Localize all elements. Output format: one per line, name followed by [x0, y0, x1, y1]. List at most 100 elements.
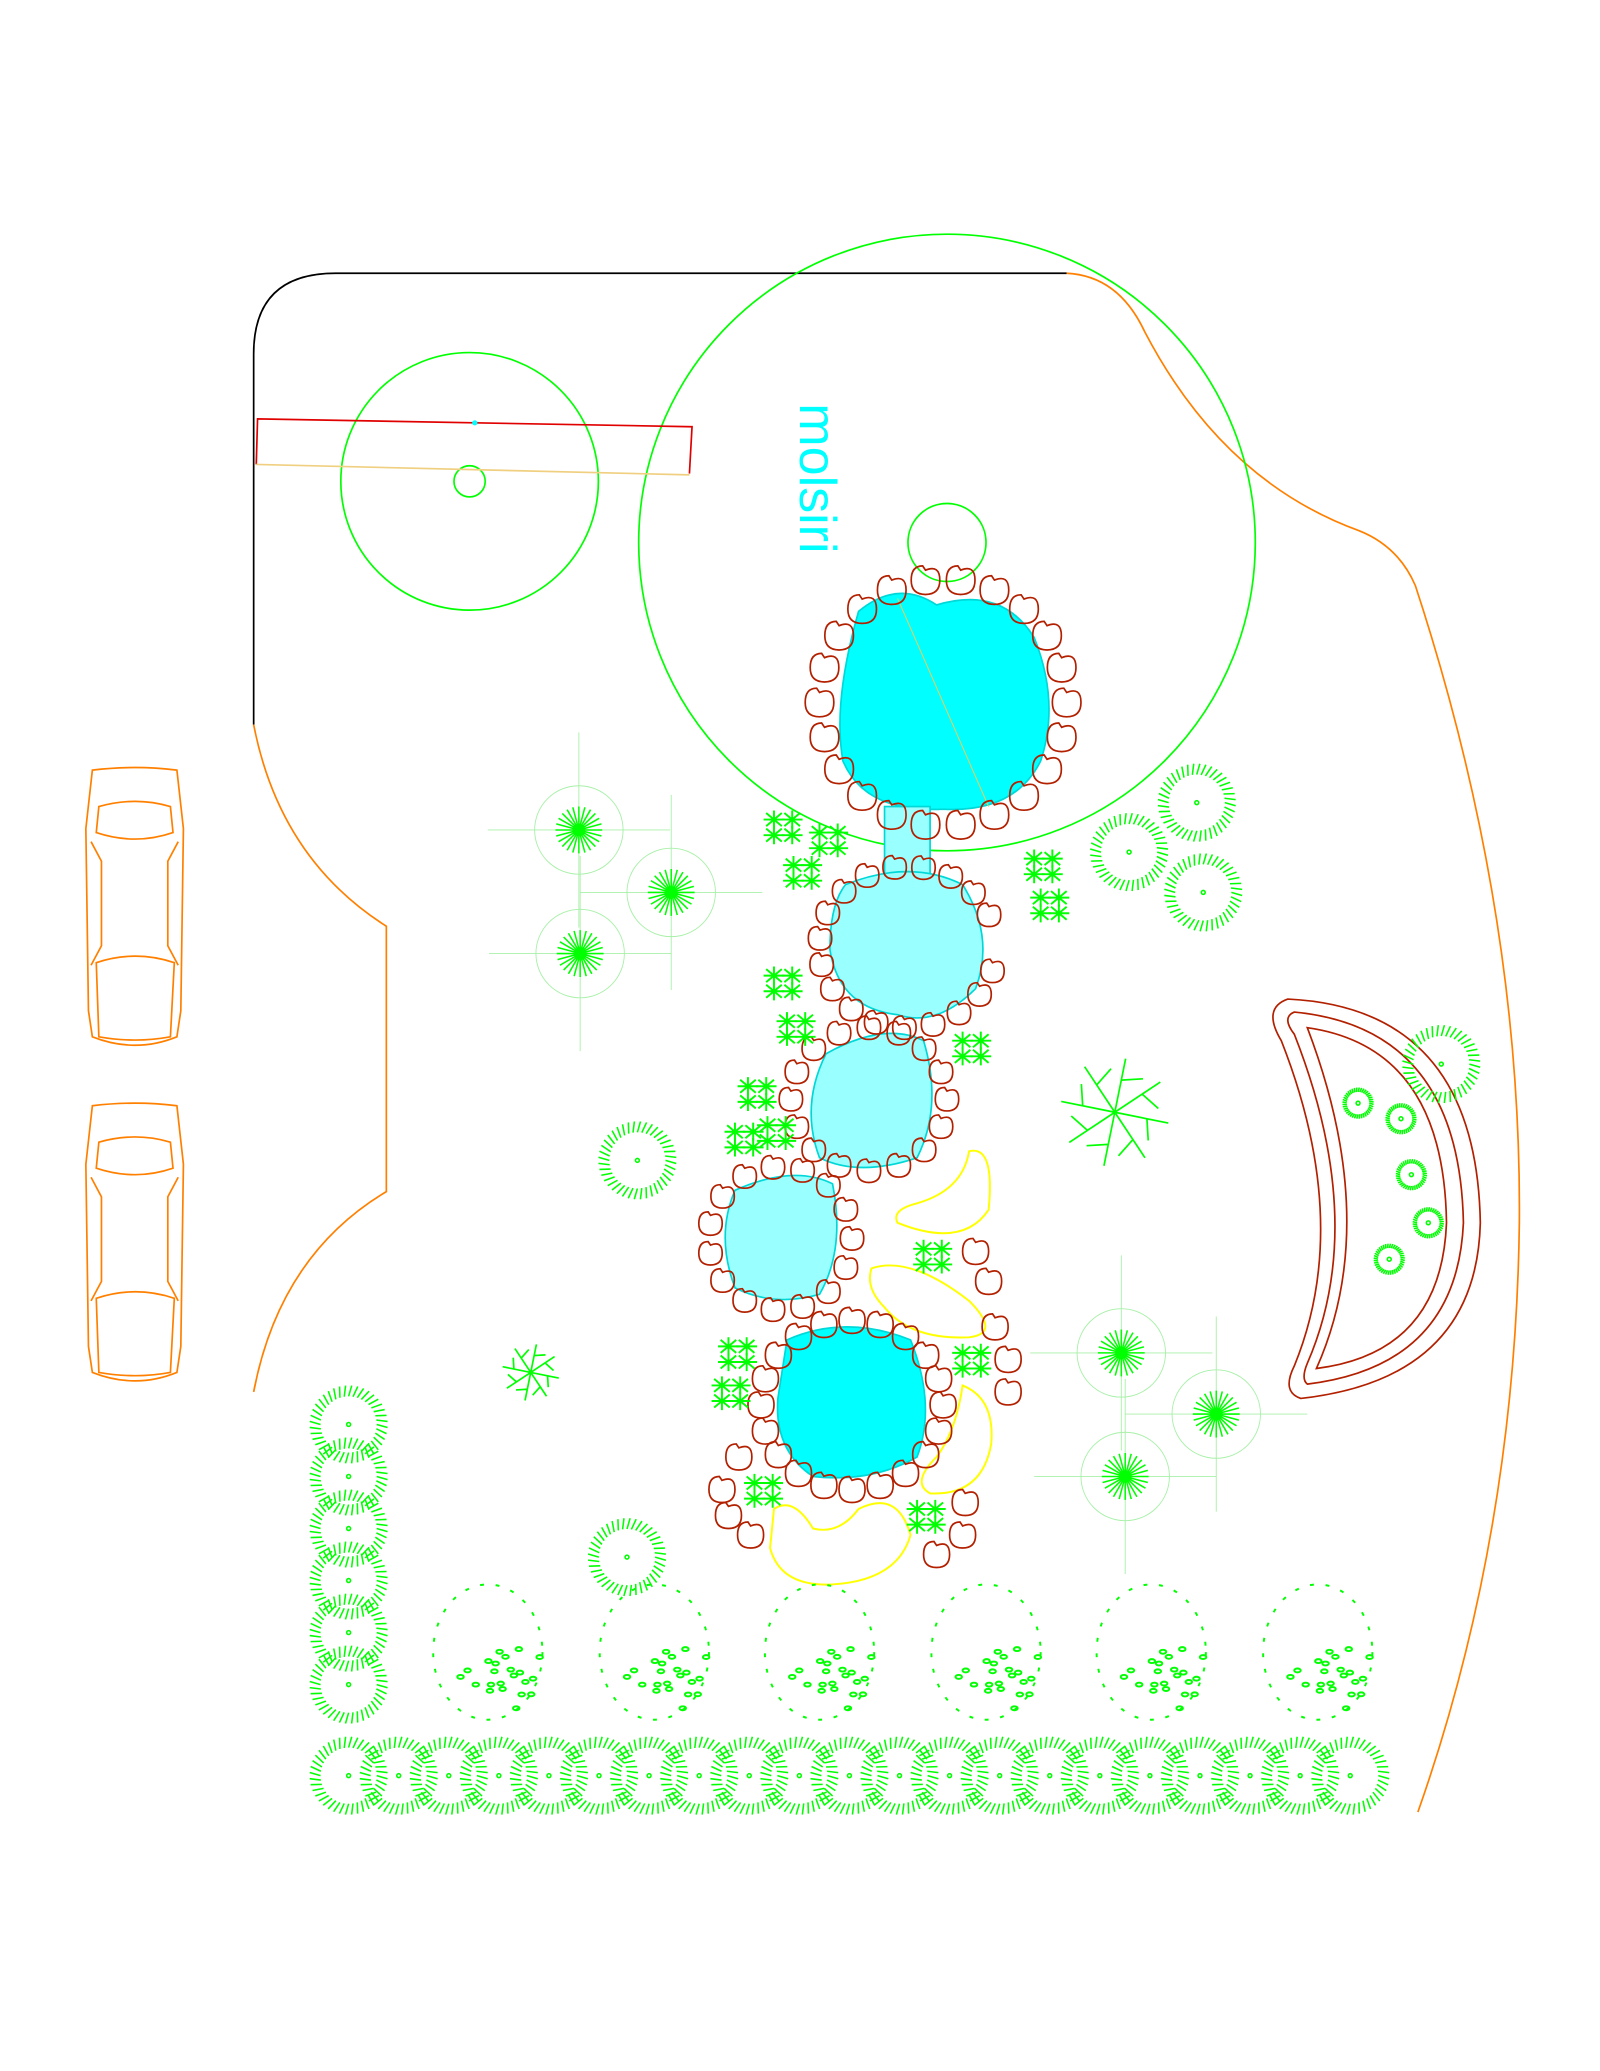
leaf-mark — [456, 1673, 465, 1680]
shrub-center — [345, 1421, 352, 1428]
shrub-symbol — [1089, 812, 1169, 892]
rock — [922, 1540, 951, 1569]
rock — [809, 952, 835, 978]
rock — [1046, 652, 1077, 683]
pond-third — [810, 1032, 933, 1169]
rock — [725, 1443, 753, 1471]
shrub-outline — [1010, 1736, 1089, 1815]
shrub-symbol — [1157, 763, 1236, 842]
shrub-center — [1126, 849, 1132, 855]
shrub-center — [1347, 1772, 1353, 1779]
leaf-mark — [969, 1681, 979, 1688]
shrub-center — [796, 1772, 803, 1779]
groundcover-cluster — [744, 1473, 784, 1508]
leaf-mark — [1347, 1691, 1356, 1698]
shrub-outline — [587, 1518, 667, 1597]
hedge-shrub — [309, 1736, 388, 1815]
leaf-mark — [843, 1705, 853, 1712]
rock — [951, 1488, 980, 1517]
leaf-mark — [490, 1668, 499, 1675]
bed-outline — [432, 1583, 544, 1721]
shrub-bed — [930, 1583, 1043, 1721]
groundcover-plant — [794, 1027, 816, 1046]
leaf-mark — [961, 1667, 970, 1674]
shrub-center — [1355, 1100, 1361, 1106]
shrub-center — [345, 1772, 352, 1779]
shrub-center — [1438, 1061, 1445, 1067]
hedge-shrub — [409, 1736, 488, 1815]
leaf-mark — [681, 1646, 690, 1653]
leaf-mark — [1007, 1672, 1017, 1679]
rock — [886, 1152, 912, 1178]
groundcover-plant — [1048, 888, 1070, 907]
leader-line — [897, 598, 990, 807]
groundcover-plant — [763, 966, 785, 985]
car-body — [85, 766, 185, 1047]
leaf-mark — [858, 1691, 868, 1698]
hedge-shrub — [1110, 1736, 1190, 1815]
rock — [994, 1378, 1022, 1406]
shrub-center — [1194, 799, 1200, 806]
road-edge-left — [252, 724, 388, 1393]
shrub-outline — [1261, 1736, 1340, 1815]
leaf-mark — [1192, 1675, 1201, 1682]
palm-fronds — [1192, 1390, 1240, 1438]
rock — [697, 1240, 724, 1266]
leaf-mark — [1341, 1705, 1351, 1712]
groundcover-cluster — [1023, 849, 1063, 884]
pond-second — [829, 870, 984, 1019]
hedge-shrub — [810, 1736, 889, 1815]
rock — [810, 1471, 838, 1500]
leaf-mark — [996, 1686, 1006, 1692]
groundcover-plant — [718, 1352, 739, 1372]
groundcover-plant — [744, 1473, 765, 1493]
groundcover-plant — [952, 1047, 974, 1066]
leaf-mark — [994, 1680, 1004, 1687]
groundcover-plant — [924, 1515, 946, 1534]
windshield — [95, 1136, 174, 1176]
rock — [732, 1163, 758, 1190]
accent-shrub — [1342, 1087, 1374, 1119]
rock — [710, 1183, 736, 1209]
rock — [815, 1172, 841, 1198]
groundcover-plant — [736, 1337, 758, 1356]
leaf-mark — [1119, 1673, 1129, 1680]
leaf-mark — [1175, 1705, 1184, 1712]
rock — [764, 1341, 793, 1370]
rock — [891, 1015, 917, 1041]
shrub-outline — [309, 1736, 388, 1815]
rock — [831, 878, 857, 904]
groundcover-plant — [827, 823, 849, 842]
leaf-mark — [989, 1660, 999, 1667]
rock — [839, 1225, 865, 1251]
groundcover-plant — [783, 871, 804, 890]
shrub-outline — [1342, 1087, 1374, 1119]
groundcover-plant — [906, 1499, 928, 1519]
leaf-mark — [1010, 1705, 1019, 1712]
leaf-mark — [661, 1648, 671, 1655]
groundcover-plant — [737, 1077, 759, 1096]
groundcover-plant — [711, 1391, 733, 1411]
groundcover-cluster — [952, 1343, 992, 1378]
groundcover-plant — [913, 1239, 934, 1258]
shrub-outline — [660, 1736, 739, 1815]
leaf-mark — [830, 1686, 839, 1692]
leaf-mark — [832, 1653, 842, 1660]
leaf-mark — [1328, 1686, 1337, 1692]
hedge-shrub — [509, 1736, 589, 1815]
groundcover-cluster — [757, 1116, 797, 1150]
leaf-mark — [486, 1681, 496, 1688]
leaf-mark — [463, 1667, 472, 1674]
rock — [784, 1114, 810, 1140]
rock — [751, 1417, 780, 1445]
groundcover-plant — [1041, 865, 1063, 884]
plan-label: molsiri — [788, 403, 846, 553]
groundcover-plant — [931, 1255, 953, 1274]
hedge-shrub — [609, 1736, 689, 1815]
shrub-center — [1047, 1772, 1053, 1779]
branches — [502, 1344, 559, 1401]
rock — [920, 1011, 946, 1037]
shrub-center — [1386, 1256, 1392, 1262]
leaf-mark — [815, 1658, 825, 1665]
